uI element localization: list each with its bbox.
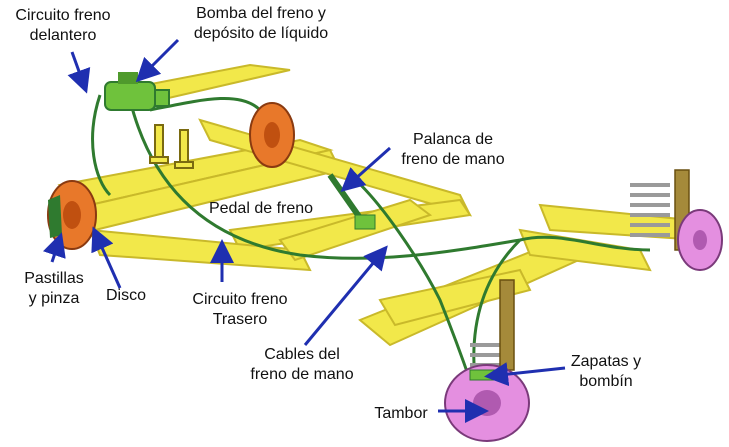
rear-drum-right (677, 209, 723, 271)
front-right-disc (249, 102, 295, 168)
handbrake-lever (327, 173, 376, 230)
label-rear-circuit: Circuito freno Trasero (192, 291, 288, 328)
master-cylinder (104, 72, 170, 111)
label-brake-pedal: Pedal de freno (208, 200, 314, 217)
label-handbrake-cables: Cables del freno de mano (250, 346, 354, 383)
label-handbrake-lever: Palanca de freno de mano (401, 131, 505, 168)
arrow-front-circuit (67, 51, 91, 94)
arrow-disc (91, 226, 122, 289)
rear-springs (470, 183, 670, 377)
arrow-handbrake-lever (340, 146, 391, 192)
arrow-master-cylinder (135, 38, 180, 83)
arrow-shoes-cylinder (484, 362, 566, 387)
front-disc (47, 180, 97, 250)
pointer-arrows (42, 38, 566, 423)
rear-drum-left (444, 364, 530, 442)
label-disc: Disco (105, 287, 146, 304)
arrow-handbrake-cables (303, 245, 388, 346)
label-pads-caliper: Pastillas y pinza (24, 270, 84, 307)
label-front-circuit: Circuito freno delantero (15, 7, 111, 44)
label-drum: Tambor (374, 405, 428, 422)
label-master-cylinder: Bomba del freno y depósito de líquido (193, 5, 329, 42)
arrow-pads-caliper (42, 232, 66, 263)
brake-pedals (149, 124, 194, 169)
label-shoes-cylinder: Zapatas y bombín (570, 353, 642, 390)
rear-shocks (499, 169, 690, 371)
